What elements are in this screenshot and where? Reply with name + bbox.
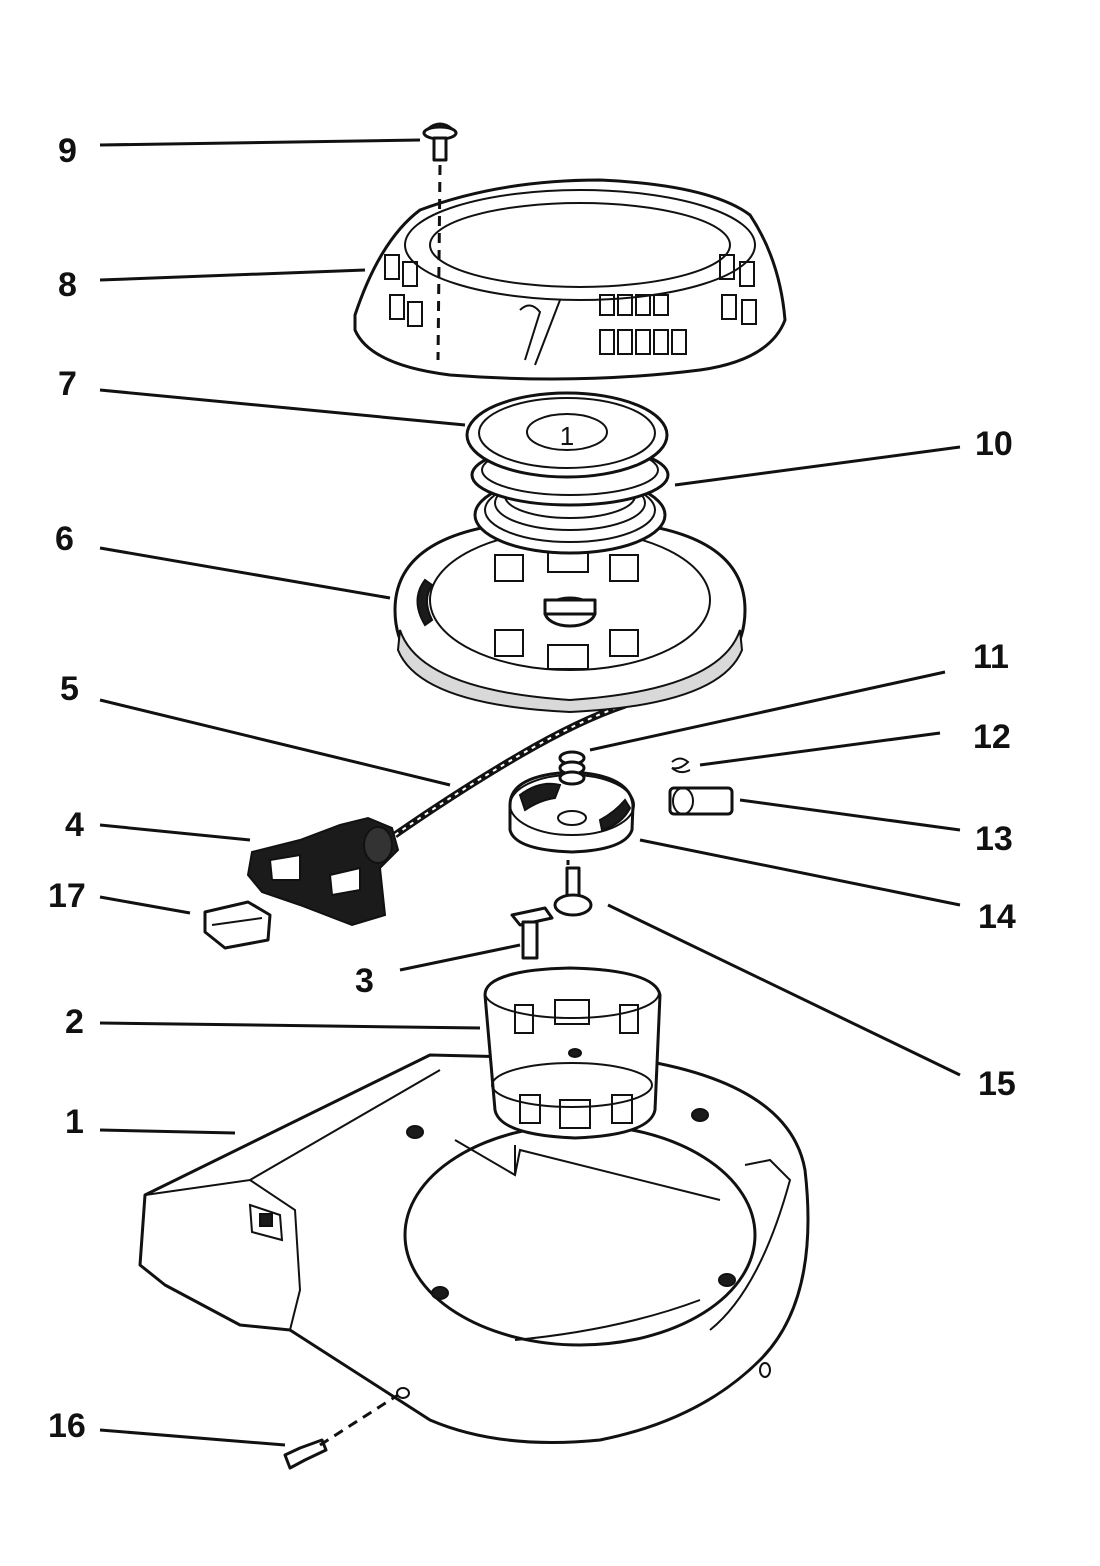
part-small-spring xyxy=(558,750,586,786)
part-pawl xyxy=(668,786,734,816)
callout-7: 7 xyxy=(58,365,77,403)
part-bolt xyxy=(510,906,554,960)
part-starter-cover xyxy=(353,178,787,381)
callout-1: 1 xyxy=(65,1103,84,1141)
part-pulley xyxy=(393,518,747,714)
callout-11: 11 xyxy=(973,638,1009,676)
callout-16: 16 xyxy=(48,1407,86,1445)
callout-12: 12 xyxy=(973,718,1011,756)
part-handle xyxy=(246,816,400,927)
part-spring-cover: 1 xyxy=(465,391,669,479)
callout-14: 14 xyxy=(978,898,1016,936)
callout-13: 13 xyxy=(975,820,1013,858)
callout-2: 2 xyxy=(65,1003,84,1041)
part-ratchet-cup xyxy=(508,770,635,854)
callout-17: 17 xyxy=(48,877,86,915)
part-clip xyxy=(671,757,691,774)
part-screw-bottom xyxy=(283,1438,328,1470)
spring-center-mark: 1 xyxy=(560,421,574,451)
callout-9: 9 xyxy=(58,132,77,170)
callout-3: 3 xyxy=(355,962,374,1000)
callout-5: 5 xyxy=(60,670,79,708)
callout-10: 10 xyxy=(975,425,1013,463)
callout-labels: 9 8 7 10 6 11 5 12 4 13 17 14 3 2 15 1 1… xyxy=(48,132,1016,1445)
callout-8: 8 xyxy=(58,266,77,304)
part-insert xyxy=(203,900,272,950)
callout-4: 4 xyxy=(65,806,84,844)
part-rope xyxy=(393,701,627,838)
part-screw xyxy=(422,122,458,162)
callout-6: 6 xyxy=(55,520,74,558)
axis-line-screw xyxy=(436,164,442,361)
part-housing xyxy=(138,1053,810,1444)
axis-line-bottom-screw xyxy=(319,1393,399,1447)
leader-lines xyxy=(99,138,961,1447)
part-cup xyxy=(483,966,662,1140)
callout-15: 15 xyxy=(978,1065,1016,1103)
part-pin xyxy=(553,866,593,917)
